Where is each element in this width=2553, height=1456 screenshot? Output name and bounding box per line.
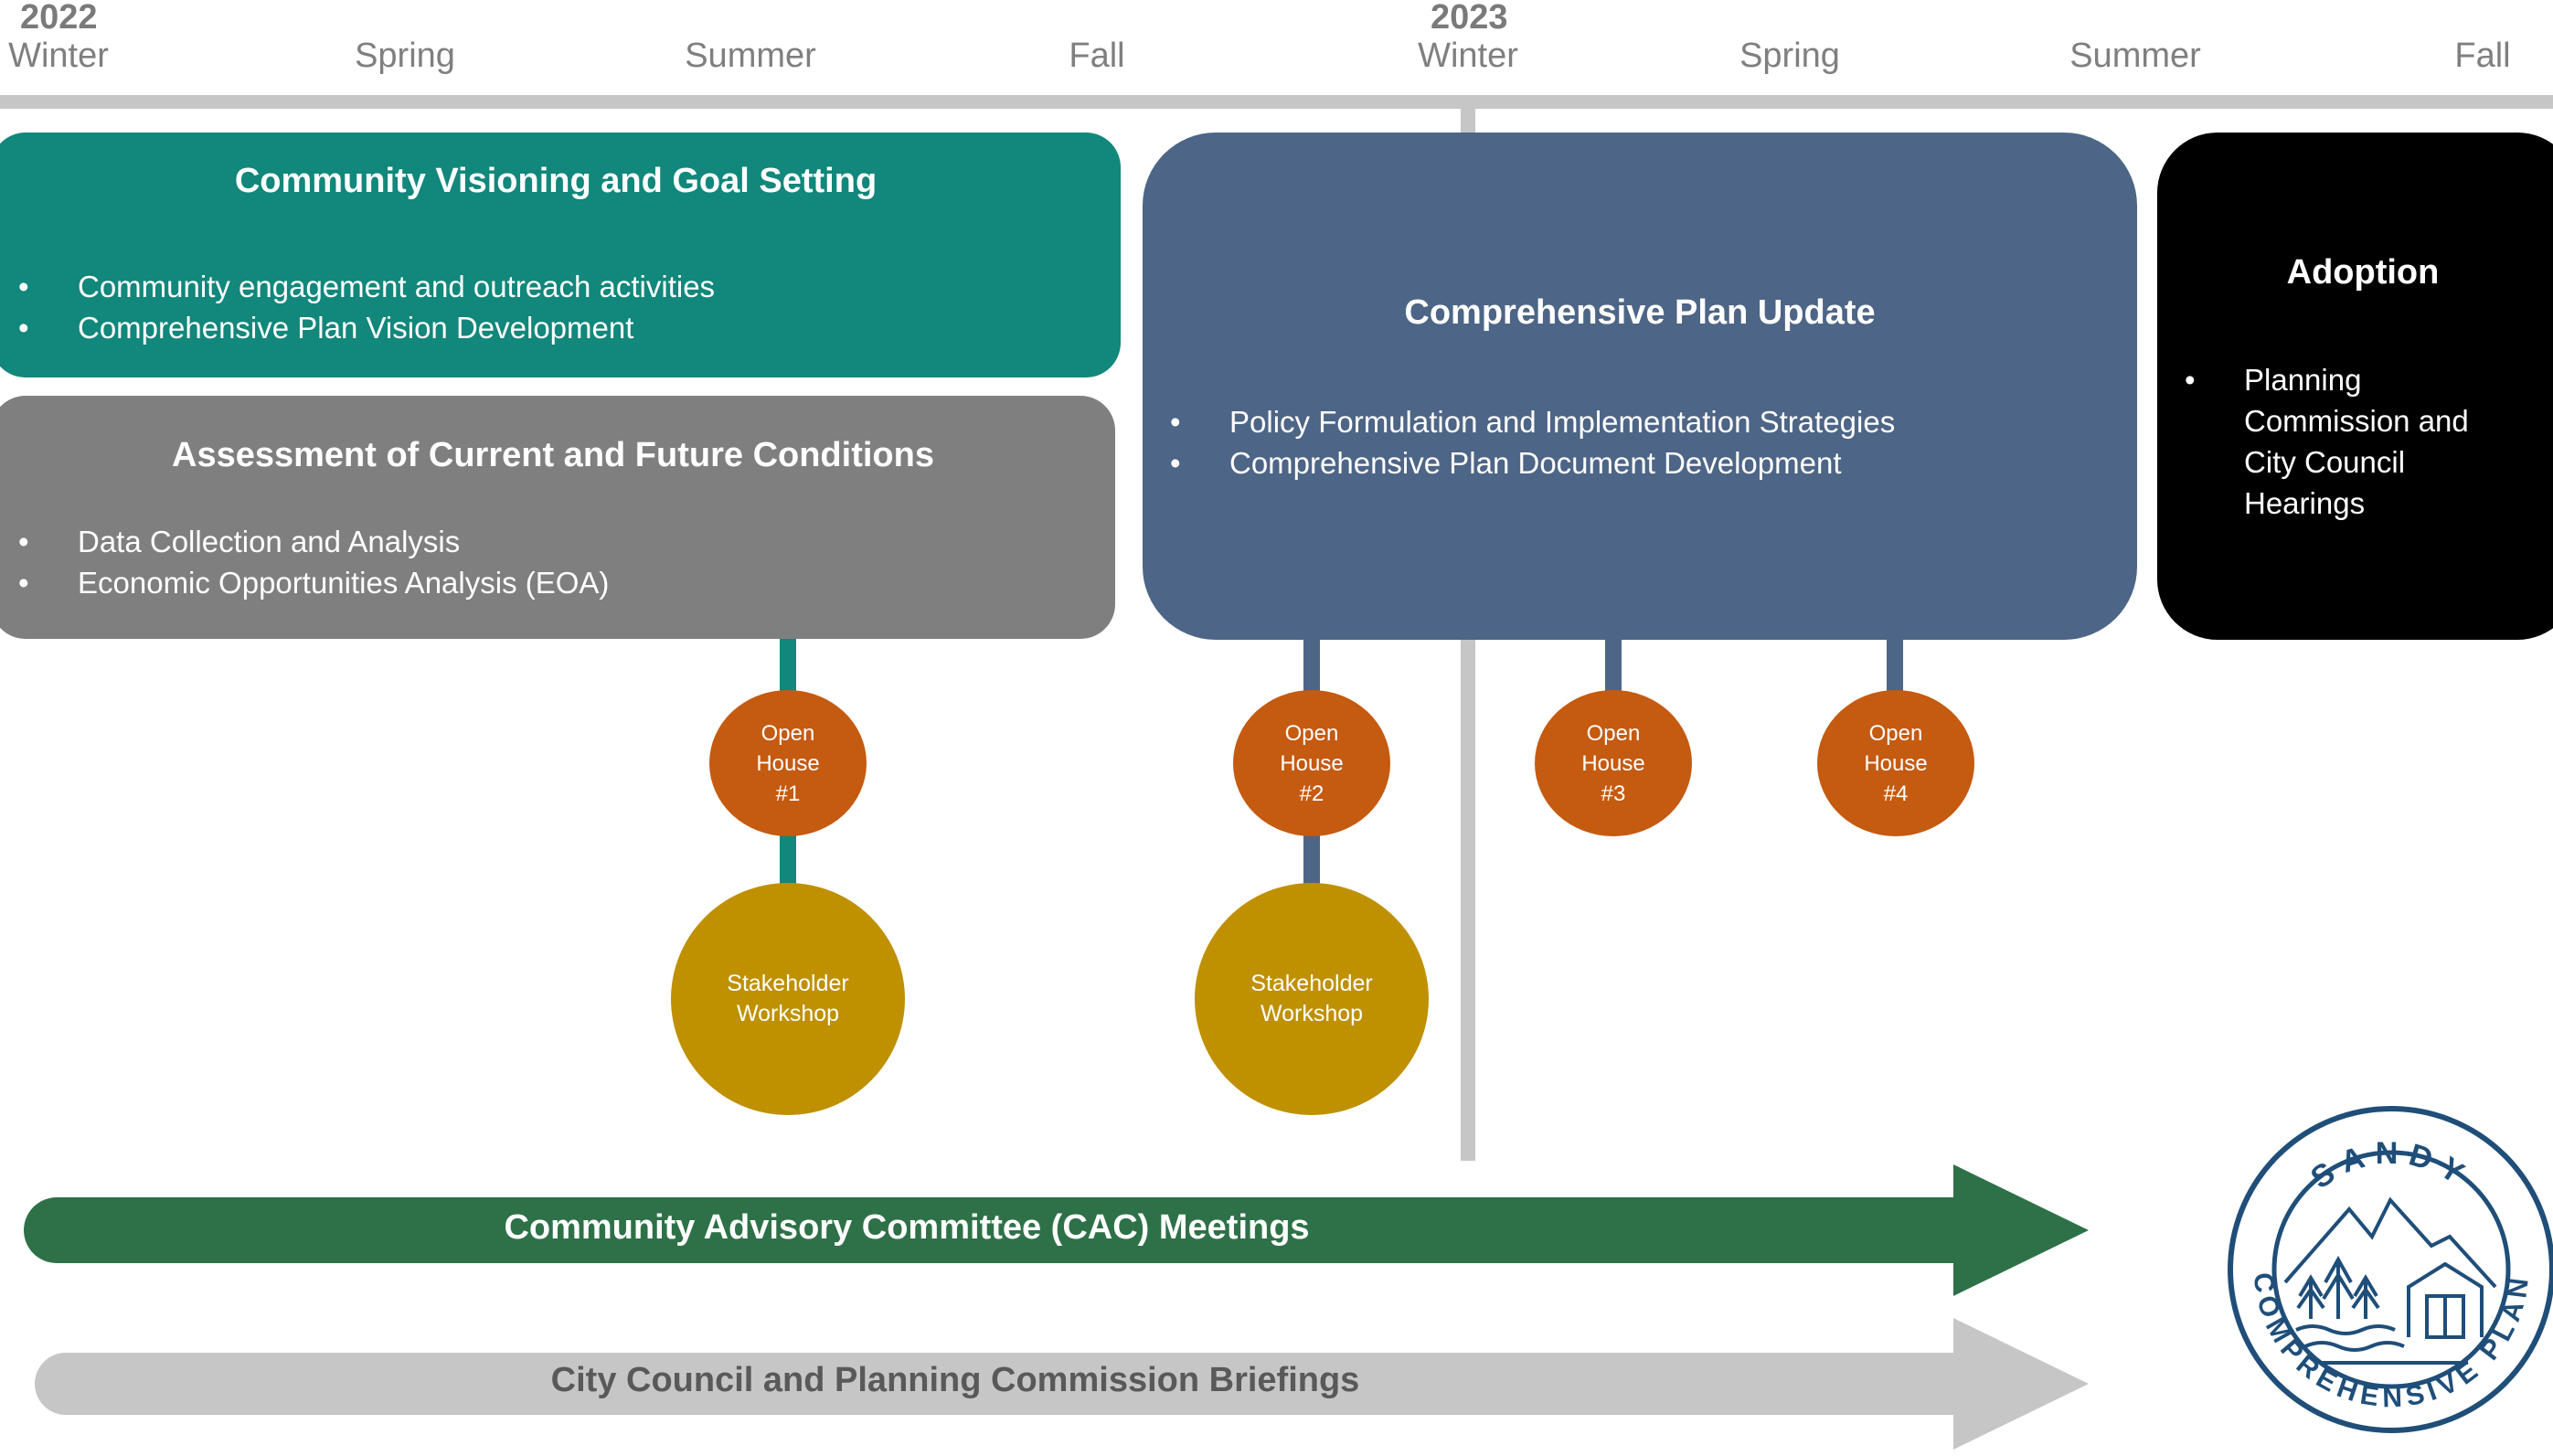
connector-open-house-4 [1887, 638, 1903, 702]
bullet-item: Community engagement and outreach activi… [0, 266, 715, 307]
process-arrows [24, 1164, 2089, 1450]
phase-update-box: Comprehensive Plan Update Policy Formula… [1143, 133, 2137, 640]
year-label-2022: 2022 [20, 0, 98, 37]
season-label-spring-2023: Spring [1739, 37, 1840, 75]
open-house-1: Open House #1 [709, 690, 867, 836]
bullet-item: Economic Opportunities Analysis (EOA) [0, 562, 609, 603]
bullet-item: Comprehensive Plan Vision Development [0, 307, 715, 348]
sandy-comprehensive-plan-logo: SANDY COMPREHENSIVE PLAN [2228, 1106, 2553, 1433]
connector-open-house-2 [1303, 638, 1320, 702]
stakeholder-workshop-1-label: Stakeholder Workshop [727, 971, 849, 1026]
cac-meetings-label: Community Advisory Committee (CAC) Meeti… [504, 1208, 1310, 1247]
open-house-1-label: Open House #1 [756, 720, 820, 806]
season-label-fall-2022: Fall [1069, 37, 1125, 75]
season-label-winter-2023: Winter [1418, 37, 1518, 75]
year-label-2023: 2023 [1431, 0, 1508, 37]
briefings-label: City Council and Planning Commission Bri… [550, 1361, 1360, 1399]
stakeholder-workshop-2: Stakeholder Workshop [1195, 883, 1429, 1115]
phase-assessment-box: Assessment of Current and Future Conditi… [0, 396, 1115, 639]
connector-open-house-1 [780, 638, 796, 702]
open-house-3: Open House #3 [1535, 690, 1692, 836]
water-icon [2295, 1324, 2468, 1365]
connector-workshop-1 [780, 832, 796, 887]
cac-meetings-arrow [24, 1164, 2089, 1296]
phase-adoption-title: Adoption [2286, 253, 2440, 292]
house-icon [2407, 1261, 2484, 1339]
phase-adoption-bullets: Planning Commission and City Council Hea… [2157, 359, 2505, 524]
phase-assessment-title: Assessment of Current and Future Conditi… [172, 436, 934, 474]
phase-assessment-bullets: Data Collection and Analysis Economic Op… [0, 521, 609, 603]
season-label-summer-2022: Summer [685, 37, 816, 75]
season-label-summer-2023: Summer [2069, 37, 2201, 75]
connector-workshop-2 [1303, 832, 1320, 887]
season-label-fall-2023: Fall [2454, 37, 2511, 75]
stakeholder-workshop-1: Stakeholder Workshop [671, 883, 905, 1115]
briefings-arrow [35, 1318, 2089, 1450]
bullet-item: Planning Commission and City Council Hea… [2157, 359, 2505, 524]
phase-update-bullets: Policy Formulation and Implementation St… [1143, 401, 1895, 484]
phase-adoption-box: Adoption Planning Commission and City Co… [2157, 133, 2553, 640]
timeline-axis [0, 95, 2553, 109]
open-house-2: Open House #2 [1233, 690, 1390, 836]
open-house-3-label: Open House #3 [1581, 720, 1645, 806]
trees-icon [2296, 1255, 2380, 1319]
open-house-4-label: Open House #4 [1864, 720, 1928, 806]
bullet-item: Data Collection and Analysis [0, 521, 609, 562]
phase-visioning-box: Community Visioning and Goal Setting Com… [0, 133, 1121, 377]
bullet-item: Comprehensive Plan Document Development [1143, 442, 1895, 484]
phase-visioning-title: Community Visioning and Goal Setting [234, 162, 878, 200]
mountain-icon [2283, 1196, 2497, 1289]
open-house-2-label: Open House #2 [1280, 720, 1344, 806]
season-label-spring-2022: Spring [355, 37, 455, 75]
season-label-winter-2022: Winter [8, 37, 109, 75]
stakeholder-workshop-2-label: Stakeholder Workshop [1250, 971, 1373, 1026]
phase-visioning-bullets: Community engagement and outreach activi… [0, 266, 715, 348]
connector-open-house-3 [1605, 638, 1622, 702]
open-house-4: Open House #4 [1817, 690, 1974, 836]
phase-update-title: Comprehensive Plan Update [1404, 293, 1876, 332]
bullet-item: Policy Formulation and Implementation St… [1143, 401, 1895, 442]
